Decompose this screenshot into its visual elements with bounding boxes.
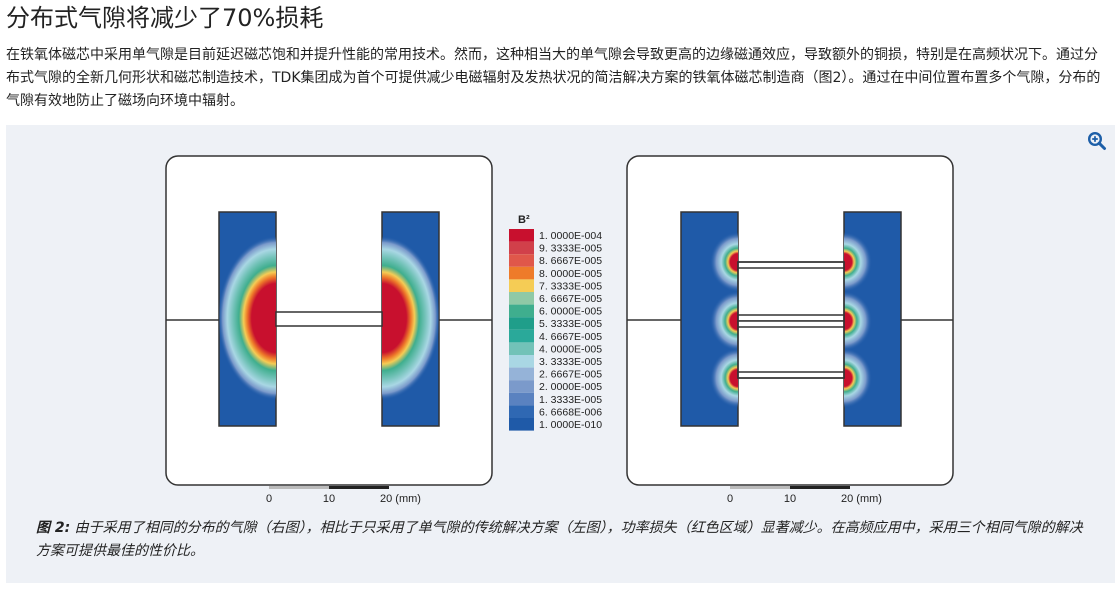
legend-swatch [509, 367, 534, 381]
scale-bar-right: 0 10 20 (mm) [727, 486, 882, 505]
legend-entry: 4. 0000E-005 [509, 342, 602, 355]
legend-entry: 5. 3333E-005 [509, 317, 602, 330]
zoom-in-icon[interactable] [1087, 131, 1107, 151]
scale-bar-left: 0 10 20 (mm) [266, 486, 421, 505]
legend-swatch [509, 266, 534, 280]
legend-entry: 4. 6667E-005 [509, 329, 602, 343]
scale-tick-label: 0 [727, 493, 733, 505]
legend-entry: 9. 3333E-005 [509, 241, 602, 255]
legend-entry: 2. 6667E-005 [509, 367, 602, 381]
legend-entry: 6. 6667E-005 [509, 292, 602, 305]
legend-swatch [509, 292, 534, 305]
legend-swatch [509, 241, 534, 255]
scale-tick-label: 10 [784, 493, 796, 505]
legend-title: B² [518, 214, 530, 226]
legend-entry: 2. 0000E-005 [509, 380, 602, 393]
legend-entry: 6. 6668E-006 [509, 405, 602, 418]
page-title: 分布式气隙将减少了70%损耗 [6, 4, 324, 32]
legend-entry: 1. 0000E-010 [509, 418, 602, 431]
legend-label: 9. 3333E-005 [539, 243, 602, 255]
legend-label: 8. 6667E-005 [539, 255, 602, 267]
figure-caption: 图 2: 由于采用了相同的分布的气隙（右图），相比于只采用了单气隙的传统解决方案… [36, 517, 1091, 563]
distributed-gap-core-diagram [626, 155, 954, 486]
legend-label: 6. 6668E-006 [539, 406, 602, 418]
legend-entry: 3. 3333E-005 [509, 355, 602, 368]
legend-entry: 8. 6667E-005 [509, 254, 602, 267]
scale-tick-label: 10 [323, 493, 335, 505]
legend-swatch [509, 229, 534, 242]
legend-label: 1. 0000E-010 [539, 419, 602, 431]
legend-label: 5. 3333E-005 [539, 318, 602, 330]
legend-label: 4. 0000E-005 [539, 343, 602, 355]
legend-entry: 1. 0000E-004 [509, 229, 602, 242]
legend-swatch [509, 405, 534, 418]
caption-label: 图 2: [36, 520, 71, 536]
legend-swatch [509, 304, 534, 318]
intro-paragraph: 在铁氧体磁芯中采用单气隙是目前延迟磁芯饱和并提升性能的常用技术。然而，这种相当大… [6, 47, 1101, 109]
legend-label: 2. 6667E-005 [539, 369, 602, 381]
legend-label: 2. 0000E-005 [539, 381, 602, 393]
scale-tick-label: 0 [266, 493, 272, 505]
legend-swatch [509, 317, 534, 330]
legend-entry: 6. 0000E-005 [509, 304, 602, 318]
legend-label: 7. 3333E-005 [539, 280, 602, 292]
legend-swatch [509, 279, 534, 292]
single-gap-core-diagram [165, 155, 493, 486]
legend-label: 3. 3333E-005 [539, 356, 602, 368]
legend-swatch [509, 355, 534, 368]
legend-swatch [509, 392, 534, 406]
legend-entry: 1. 3333E-005 [509, 392, 602, 406]
legend-swatch [509, 380, 534, 393]
caption-text: 由于采用了相同的分布的气隙（右图），相比于只采用了单气隙的传统解决方案（左图），… [36, 520, 1083, 559]
legend-label: 1. 3333E-005 [539, 394, 602, 406]
legend-label: 1. 0000E-004 [539, 230, 602, 242]
legend-label: 6. 6667E-005 [539, 293, 602, 305]
legend-label: 4. 6667E-005 [539, 331, 602, 343]
legend-entry: 7. 3333E-005 [509, 279, 602, 292]
legend-entry: 8. 0000E-005 [509, 266, 602, 280]
scale-tick-label: 20 (mm) [841, 493, 882, 505]
scale-tick-label: 20 (mm) [380, 493, 421, 505]
legend-swatch [509, 329, 534, 343]
legend-label: 8. 0000E-005 [539, 268, 602, 280]
legend-swatch [509, 418, 534, 431]
legend-swatch [509, 342, 534, 355]
legend-label: 6. 0000E-005 [539, 306, 602, 318]
legend-swatch [509, 254, 534, 267]
